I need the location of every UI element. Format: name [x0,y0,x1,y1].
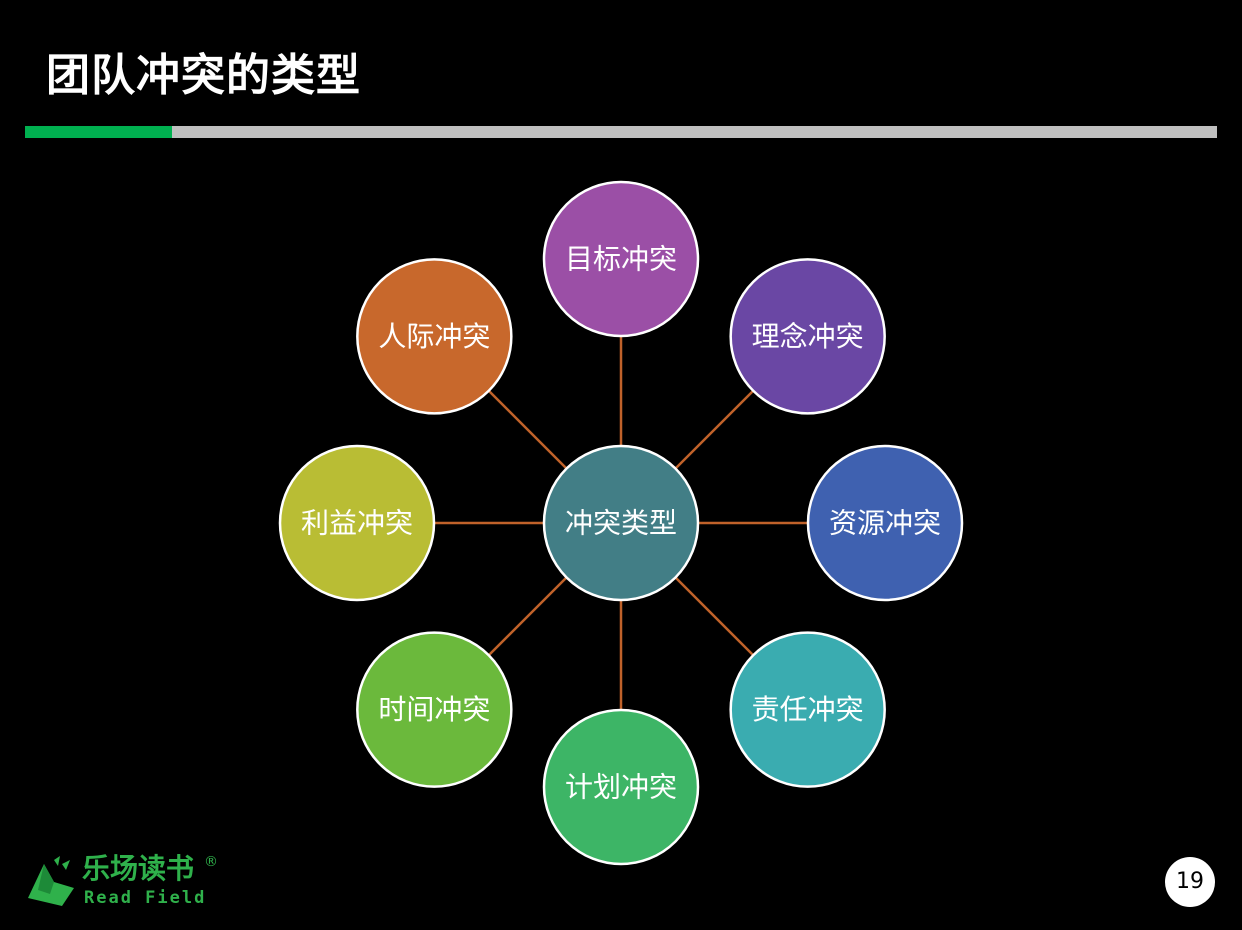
title-divider [25,126,1217,138]
slide-title: 团队冲突的类型 [46,50,361,101]
read-field-logo: 乐场读书 ® Read Field [24,852,224,912]
node-goal: 目标冲突 [542,180,700,338]
node-interest-circle [278,444,436,602]
title-divider-accent [25,126,172,138]
node-plan-label: 计划冲突 [565,771,677,804]
node-interpersonal-circle [356,258,513,415]
node-interpersonal: 人际冲突 [356,258,513,415]
node-responsibility-label: 责任冲突 [752,693,864,726]
logo-name-cn: 乐场读书 [82,852,195,885]
node-responsibility-circle [729,631,886,788]
node-center-circle [542,444,700,602]
node-interest-label: 利益冲突 [301,507,413,540]
book-leaf-logo-icon [28,856,74,906]
node-responsibility: 责任冲突 [729,631,886,788]
node-time: 时间冲突 [356,631,513,788]
node-concept-circle [729,258,886,415]
logo-name-en: Read Field [84,888,207,908]
node-resource-circle [806,444,964,602]
node-resource: 资源冲突 [806,444,964,602]
registered-mark: ® [204,854,218,870]
node-goal-circle [542,180,700,338]
node-concept: 理念冲突 [729,258,886,415]
node-interpersonal-label: 人际冲突 [378,320,490,353]
node-center: 冲突类型 [542,444,700,602]
page-number: 19 [1165,857,1215,907]
node-goal-label: 目标冲突 [565,243,677,276]
node-time-label: 时间冲突 [378,693,490,726]
node-interest: 利益冲突 [278,444,436,602]
node-resource-label: 资源冲突 [829,507,941,540]
node-plan-circle [542,708,700,866]
node-time-circle [356,631,513,788]
node-plan: 计划冲突 [542,708,700,866]
node-center-label: 冲突类型 [565,507,677,540]
node-concept-label: 理念冲突 [752,320,864,353]
